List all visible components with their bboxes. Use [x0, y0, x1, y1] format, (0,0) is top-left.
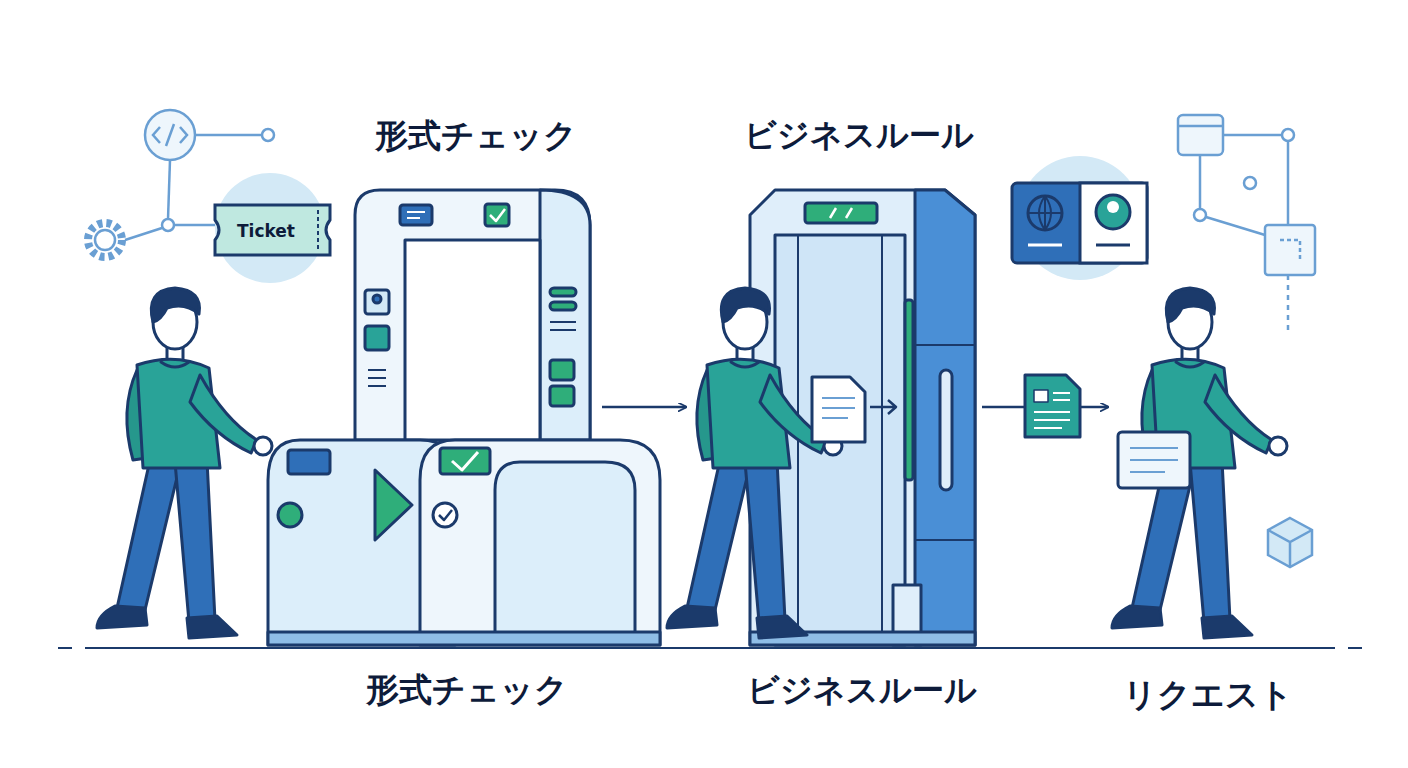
format-check-gate	[268, 0, 660, 645]
stage-caption: ビジネスルール	[747, 671, 977, 709]
floor-line	[85, 647, 1335, 649]
flow-arrow	[602, 406, 686, 409]
held-document	[812, 377, 896, 442]
person-figure	[1112, 288, 1287, 638]
stage-title: 形式チェック	[375, 116, 577, 156]
gate-stage: リクエスト	[1110, 280, 1305, 715]
gate-stage: ビジネスルール	[688, 116, 980, 646]
stage-title: ビジネスルール	[744, 116, 974, 154]
held-tablet	[1118, 432, 1190, 488]
floor-dash	[58, 647, 1362, 649]
document-icon	[1025, 375, 1080, 437]
gate-stage: 形式チェック	[352, 116, 600, 440]
passport-icon	[1012, 156, 1147, 280]
ticket-label: Ticket	[237, 221, 295, 241]
stage-caption: 形式チェック	[366, 670, 568, 710]
person-figure	[97, 288, 272, 638]
ticket-icon	[215, 173, 330, 283]
cube-icon	[1268, 518, 1312, 567]
person-figure	[667, 288, 842, 638]
stage-title: リクエスト	[1123, 675, 1293, 715]
